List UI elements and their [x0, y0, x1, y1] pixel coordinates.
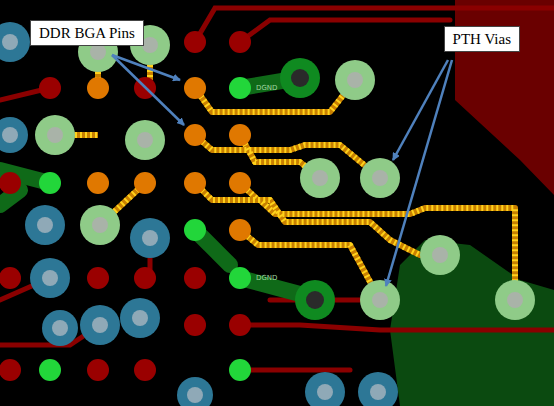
net-name: DGND [256, 84, 277, 92]
callout-box: DDR BGA Pins [30, 20, 144, 46]
callout-box: PTH Vias [444, 26, 520, 52]
callout-text: PTH Vias [453, 31, 511, 47]
callout-text: DDR BGA Pins [39, 25, 135, 41]
net-name: DGND [256, 274, 277, 282]
